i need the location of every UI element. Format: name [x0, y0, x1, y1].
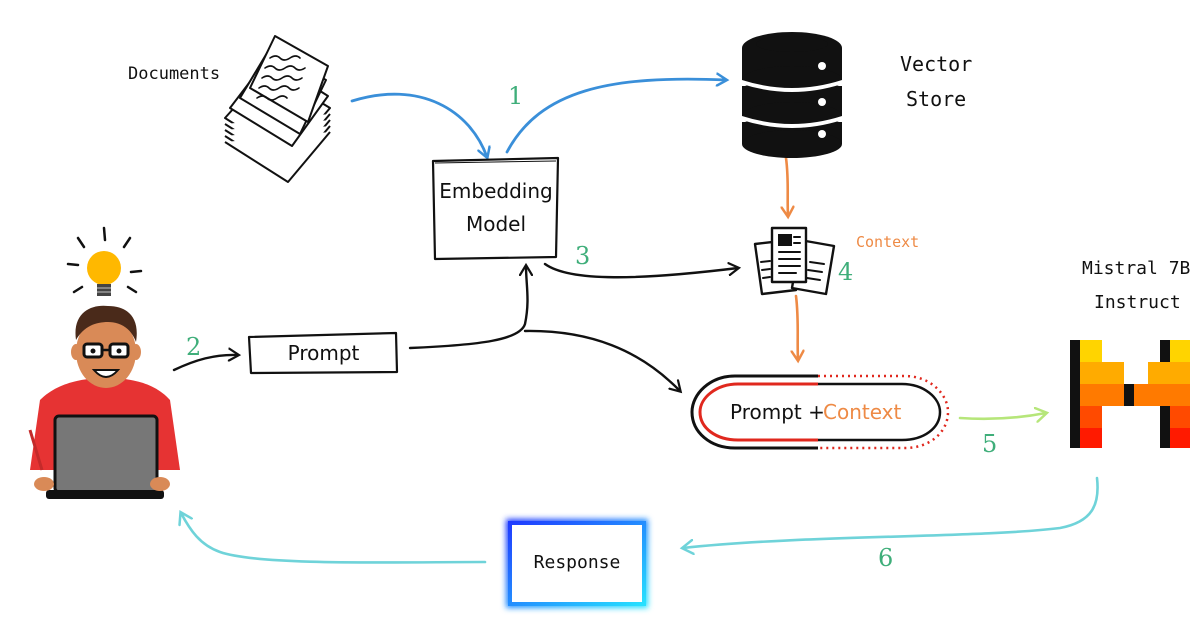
context-label: Context [856, 233, 920, 251]
arrow-docs-to-embedding [350, 92, 487, 157]
arrow-context-to-promptcontext [796, 294, 798, 360]
vector-store-label-line1: Vector [900, 52, 973, 76]
lightbulb-icon [66, 226, 143, 296]
step-2-label: 2 [186, 333, 202, 361]
prompt-context-word: Context [823, 400, 902, 424]
prompt-plus-label: Prompt + [730, 400, 825, 424]
embedding-model-label-line2: Model [465, 212, 527, 236]
step-3-label: 3 [575, 242, 591, 270]
mistral-label-line1: Mistral 7B [1082, 258, 1191, 279]
response-label: Response [533, 552, 621, 573]
step-5-label: 5 [982, 430, 998, 458]
arrow-embedding-to-context [543, 264, 738, 279]
arrow-response-to-user [181, 513, 487, 564]
arrow-user-to-prompt [172, 355, 238, 372]
step-1-label: 1 [508, 82, 524, 110]
embedding-model-label-line1: Embedding [439, 179, 553, 203]
mistral-label-line2: Instruct [1094, 292, 1181, 313]
arrow-prompt-to-promptcontext [523, 329, 680, 391]
arrow-promptcontext-to-mistral [958, 413, 1046, 419]
arrow-prompt-to-embedding [408, 266, 528, 350]
prompt-label: Prompt [287, 341, 360, 365]
vector-store-label-line2: Store [906, 87, 967, 111]
step-6-label: 6 [878, 544, 894, 572]
step-4-label: 4 [838, 258, 854, 286]
arrow-vectorstore-to-context [786, 156, 788, 216]
arrow-mistral-to-response [683, 476, 1099, 548]
documents-label: Documents [128, 64, 221, 84]
arrow-embedding-to-vectorstore [505, 79, 726, 154]
